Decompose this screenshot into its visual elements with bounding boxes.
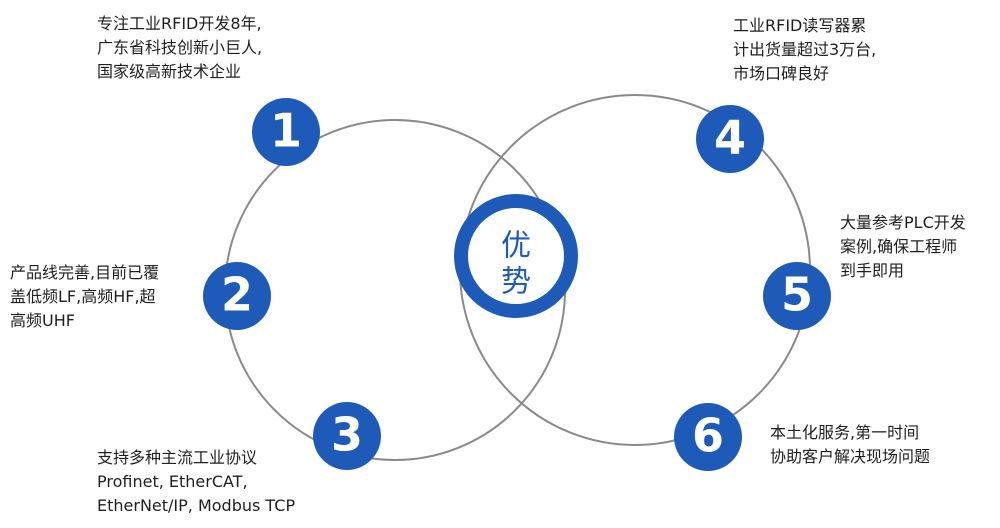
- badge-5-circle: [763, 262, 831, 330]
- point-5-line-1: 大量参考PLC开发: [840, 213, 966, 232]
- point-4-line-1: 工业RFID读写器累: [733, 16, 867, 35]
- point-1-line-2: 广东省科技创新小巨人,: [97, 38, 263, 57]
- point-3-line-1: 支持多种主流工业协议: [97, 448, 258, 467]
- point-2-line-1: 产品线完善,目前已覆: [10, 263, 160, 282]
- point-5-line-3: 到手即用: [840, 261, 905, 280]
- point-1-label: 专注工业RFID开发8年, 广东省科技创新小巨人, 国家级高新技术企业: [97, 12, 262, 84]
- point-5-line-2: 案例,确保工程师: [840, 237, 958, 256]
- center-char-2: 势: [501, 265, 531, 300]
- center-char-1: 优: [501, 229, 531, 264]
- badge-6-circle: [674, 403, 742, 471]
- badge-3-number: 3: [331, 408, 363, 462]
- point-6-line-1: 本土化服务,第一时间: [770, 423, 920, 442]
- badge-2-circle: [203, 262, 271, 330]
- badge-4: 4: [696, 105, 764, 173]
- point-6-line-2: 协助客户解决现场问题: [770, 447, 931, 466]
- point-4-line-2: 计出货量超过3万台,: [733, 40, 877, 59]
- point-4-line-3: 市场口碑良好: [733, 64, 830, 83]
- point-2-label: 产品线完善,目前已覆 盖低频LF,高频HF,超 高频UHF: [10, 261, 159, 333]
- point-1-line-1: 专注工业RFID开发8年,: [97, 14, 262, 33]
- point-4-label: 工业RFID读写器累 计出货量超过3万台, 市场口碑良好: [733, 14, 876, 86]
- center-inner: [468, 208, 564, 304]
- badge-4-circle: [696, 105, 764, 173]
- badge-3: 3: [313, 402, 381, 470]
- badge-5: 5: [763, 262, 831, 330]
- badge-6-number: 6: [692, 409, 724, 463]
- point-5-label: 大量参考PLC开发 案例,确保工程师 到手即用: [840, 211, 966, 283]
- badge-5-number: 5: [781, 268, 813, 322]
- point-3-label: 支持多种主流工业协议 Profinet, EtherCAT, EtherNet/…: [97, 446, 295, 518]
- point-3-line-3: EtherNet/IP, Modbus TCP: [97, 496, 296, 515]
- point-2-line-2: 盖低频LF,高频HF,超: [10, 287, 156, 306]
- badge-3-circle: [313, 402, 381, 470]
- center-badge: 优 势: [454, 194, 578, 318]
- point-6-label: 本土化服务,第一时间 协助客户解决现场问题: [770, 421, 930, 469]
- badge-4-number: 4: [714, 111, 746, 165]
- badge-6: 6: [674, 403, 742, 471]
- badge-1: 1: [252, 98, 320, 166]
- point-2-line-3: 高频UHF: [10, 311, 75, 330]
- badge-2-number: 2: [221, 268, 253, 322]
- badge-2: 2: [203, 262, 271, 330]
- point-3-line-2: Profinet, EtherCAT,: [97, 472, 248, 491]
- badge-1-circle: [252, 98, 320, 166]
- point-1-line-3: 国家级高新技术企业: [97, 62, 242, 81]
- badge-1-number: 1: [270, 104, 302, 158]
